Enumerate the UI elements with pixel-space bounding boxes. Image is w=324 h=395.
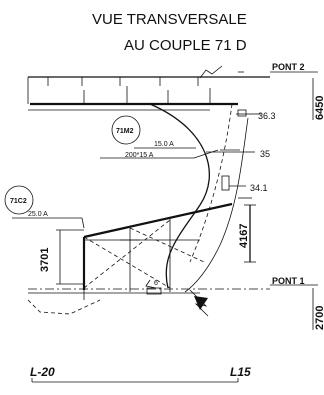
note-25-0-a: 25.0 A xyxy=(28,211,48,218)
deck-label-lower: PONT 1 xyxy=(272,276,305,286)
title-line-1: VUE TRANSVERSALE xyxy=(92,11,247,28)
frame-label-right: L15 xyxy=(230,365,251,379)
frame-label-left: L-20 xyxy=(30,365,55,379)
deck-label-upper: PONT 2 xyxy=(272,62,305,72)
reference-35: 35 xyxy=(260,149,270,159)
tag-71m2: 71M2 xyxy=(116,128,134,135)
tag-71c2-callout xyxy=(4,185,85,229)
tag-71m2-callout xyxy=(100,115,219,159)
reference-36-3: 36.3 xyxy=(258,111,276,121)
frame-scale xyxy=(31,378,239,383)
dimension-3701: 3701 xyxy=(39,248,51,272)
tag-71c2: 71C2 xyxy=(10,198,27,205)
note-200x15-a: 200*15 A xyxy=(125,152,154,159)
dimension-2700: 2700 xyxy=(314,306,324,330)
note-6: 6 xyxy=(154,280,158,287)
note-15-0-a: 15.0 A xyxy=(154,141,174,148)
bracket-structure xyxy=(56,202,256,300)
upper-deck xyxy=(27,65,318,111)
title-line-2: AU COUPLE 71 D xyxy=(124,37,247,54)
hull-curve xyxy=(149,103,249,293)
lower-deck xyxy=(27,284,318,317)
reference-34-1: 34.1 xyxy=(250,183,268,193)
dimension-6450: 6450 xyxy=(314,96,324,120)
dimension-4167: 4167 xyxy=(238,224,250,248)
